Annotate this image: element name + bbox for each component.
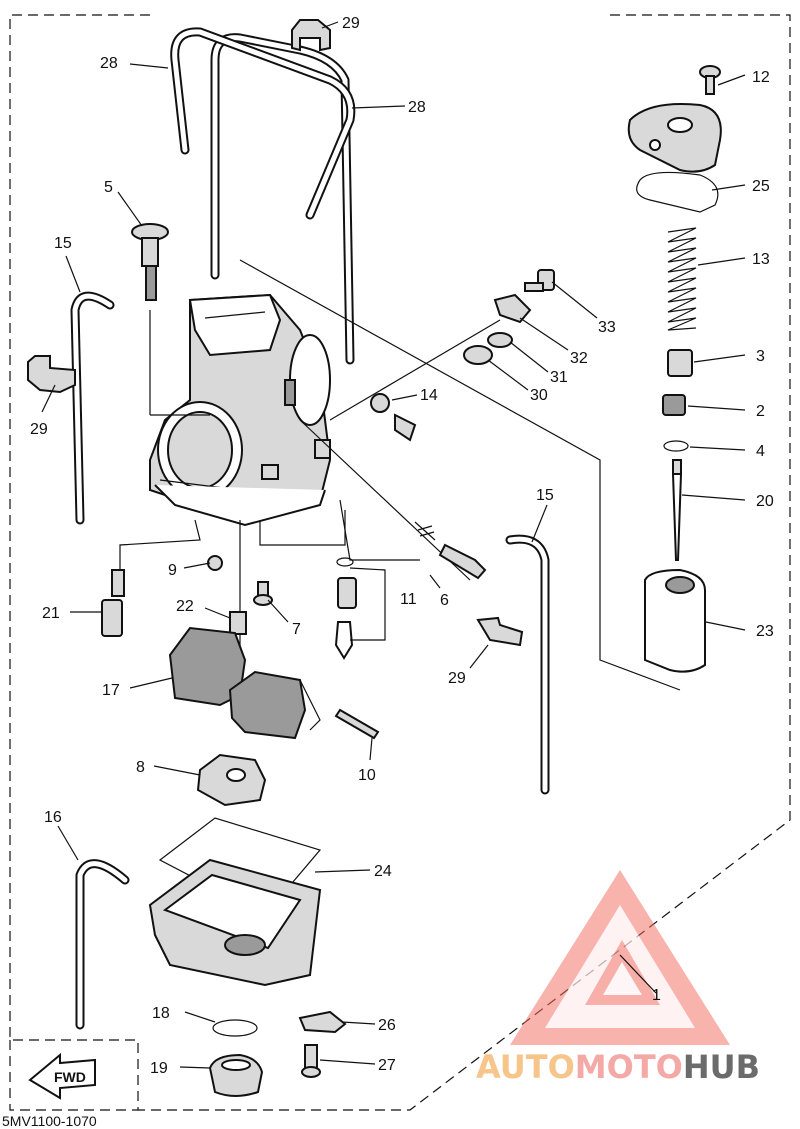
part-29-clip-right: [476, 616, 524, 647]
callout-29: 29: [342, 15, 360, 32]
part-11-needle-valve: [334, 557, 386, 660]
assembly-boundary: [9, 14, 791, 1111]
callout-21: 21: [42, 605, 60, 622]
part-5-starter-plunger: [131, 223, 169, 301]
part-31-oring: [487, 332, 513, 348]
part-25-cap-gasket: [636, 171, 719, 213]
callout-18: 18: [152, 1005, 170, 1022]
part-18-oring: [212, 1019, 258, 1037]
callout-19: 19: [150, 1060, 168, 1077]
callout-17: 17: [102, 682, 120, 699]
part-21-jet: [101, 569, 125, 637]
callout-15: 15: [536, 487, 554, 504]
part-33-screw: [524, 269, 555, 292]
callout-8: 8: [136, 759, 145, 776]
part-4-clip: [663, 440, 689, 452]
watermark-auto: AUTO: [476, 1048, 575, 1086]
fwd-arrow-icon: FWD: [28, 1052, 96, 1100]
document-code: 5MV1100-1070: [2, 1113, 97, 1129]
callout-29: 29: [30, 421, 48, 438]
callout-27: 27: [378, 1057, 396, 1074]
callout-5: 5: [104, 179, 113, 196]
part-22-nut: [229, 611, 247, 635]
part-15-hose-right: [505, 534, 550, 795]
callout-33: 33: [598, 319, 616, 336]
part-29-clip-top: [291, 19, 331, 52]
part-26-plate: [298, 1010, 347, 1034]
part-10-float-pin: [334, 708, 380, 740]
part-12-screw: [699, 65, 721, 95]
callout-7: 7: [292, 621, 301, 638]
part-9-screw: [207, 555, 223, 571]
part-2-needle-clip-holder: [662, 394, 686, 416]
part-7-screw: [253, 581, 273, 606]
callout-13: 13: [752, 251, 770, 268]
part-8-bracket: [196, 753, 267, 807]
watermark-logo: [510, 870, 730, 1045]
float-bowl: [148, 858, 322, 987]
part-top-cap: [627, 103, 722, 173]
callout-6: 6: [440, 592, 449, 609]
watermark-text: AUTOMOTOHUB: [476, 1048, 760, 1086]
callout-2: 2: [756, 403, 765, 420]
part-30-plug: [463, 345, 493, 365]
callout-30: 30: [530, 387, 548, 404]
callout-10: 10: [358, 767, 376, 784]
callout-leaders: [41, 21, 746, 1069]
part-32-plate: [493, 293, 532, 324]
callout-4: 4: [756, 443, 765, 460]
part-28-vent-hose: [170, 27, 356, 365]
part-17-float: [168, 626, 321, 740]
part-15-hose-left: [70, 291, 115, 525]
callout-23: 23: [756, 623, 774, 640]
fwd-label: FWD: [54, 1069, 86, 1085]
callout-15: 15: [54, 235, 72, 252]
callout-28: 28: [100, 55, 118, 72]
callout-9: 9: [168, 562, 177, 579]
carburetor-body: [149, 293, 332, 527]
part-27-bolt: [301, 1044, 321, 1078]
callout-16: 16: [44, 809, 62, 826]
part-19-drain-plug: [208, 1053, 264, 1097]
part-3-needle-holder: [667, 349, 693, 377]
watermark-moto: MOTO: [575, 1048, 683, 1086]
callout-1: 1: [652, 987, 661, 1004]
callout-20: 20: [756, 493, 774, 510]
callout-22: 22: [176, 598, 194, 615]
callout-29: 29: [448, 670, 466, 687]
callout-28: 28: [408, 99, 426, 116]
fwd-box-border: [9, 1040, 138, 1111]
part-29-clip-left: [27, 355, 76, 394]
part-6-pilot-screw: [414, 521, 487, 580]
callouts: 29 28 28 5 15 29 12 25 13 3 2 4 20 23 33…: [30, 15, 774, 1077]
watermark-hub: HUB: [683, 1048, 760, 1086]
callout-12: 12: [752, 69, 770, 86]
part-16-drain-hose: [75, 859, 130, 1030]
callout-3: 3: [756, 348, 765, 365]
callout-14: 14: [420, 387, 438, 404]
part-23-throttle-valve: [644, 568, 706, 673]
callout-26: 26: [378, 1017, 396, 1034]
callout-31: 31: [550, 369, 568, 386]
part-14-adjust-screw: [370, 393, 417, 442]
part-20-jet-needle: [671, 459, 683, 561]
callout-24: 24: [374, 863, 392, 880]
callout-25: 25: [752, 178, 770, 195]
callout-32: 32: [570, 350, 588, 367]
part-13-spring: [667, 227, 697, 331]
callout-11: 11: [400, 591, 417, 608]
